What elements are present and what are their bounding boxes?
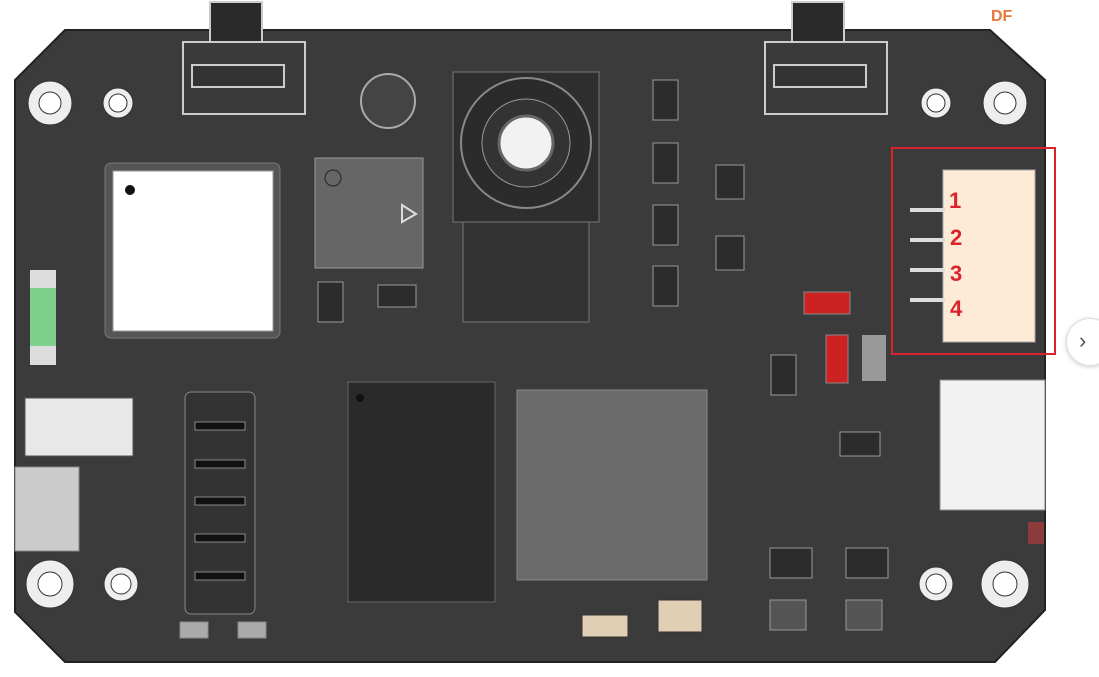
- usb-c-port: [939, 379, 1046, 511]
- crystal: [657, 599, 703, 633]
- pin-label-1: 1: [949, 188, 962, 213]
- tact-switch-right: [764, 1, 888, 115]
- memory-chip: [516, 389, 708, 581]
- jst-4pin-connector: [942, 169, 1036, 343]
- pin-label-4: 4: [950, 296, 963, 321]
- pin-header: [179, 391, 267, 639]
- next-image-button[interactable]: ›: [1066, 318, 1099, 366]
- pin-label-3: 3: [950, 261, 963, 286]
- mounting-holes: [25, 80, 1030, 609]
- brand-logo: DF: [991, 8, 1013, 25]
- diode: [803, 291, 851, 315]
- jst-connector-left: [24, 397, 134, 457]
- buzzer: [314, 157, 424, 269]
- chevron-right-icon: ›: [1079, 328, 1087, 353]
- electrolytic-cap: [360, 73, 416, 129]
- tact-switch-left: [182, 1, 306, 115]
- pin-label-2: 2: [950, 225, 963, 250]
- processor-chip: [347, 381, 496, 603]
- connector-highlight-box: [891, 147, 1056, 355]
